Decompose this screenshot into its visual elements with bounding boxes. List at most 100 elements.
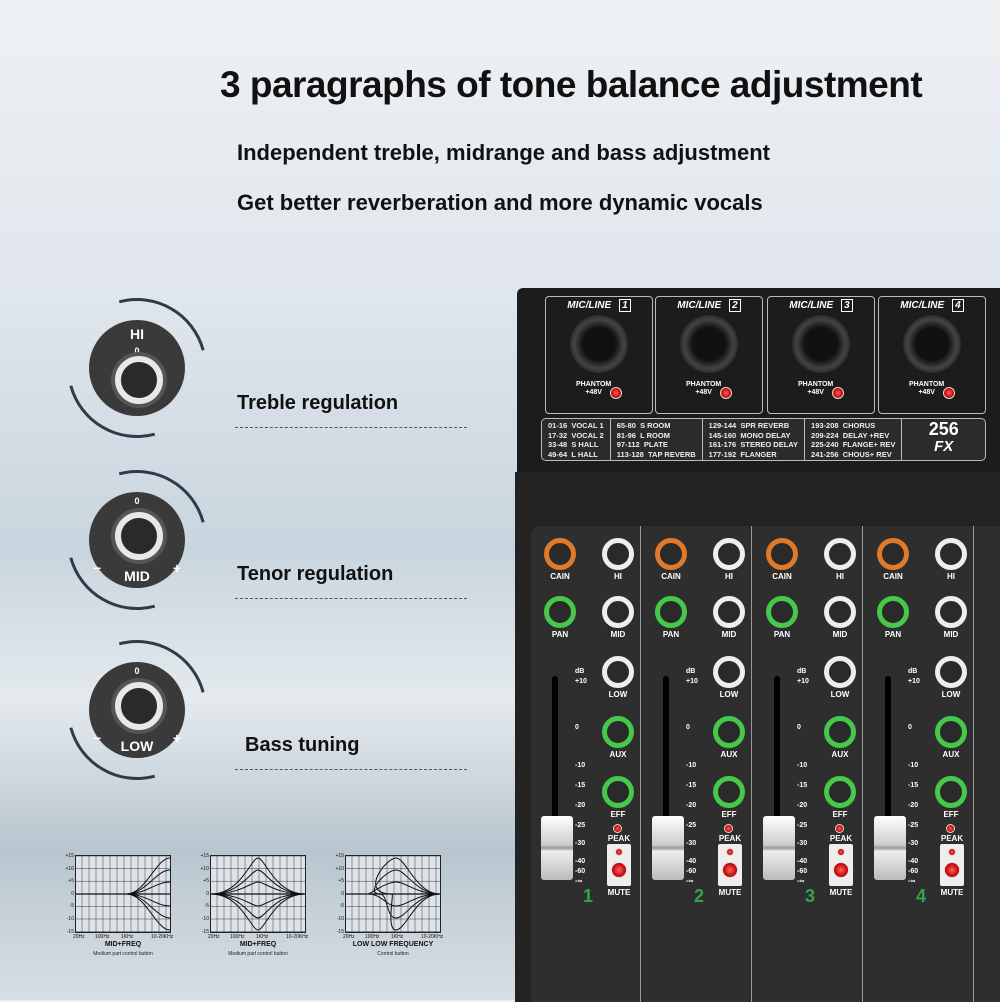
low-knob[interactable]: [602, 656, 634, 688]
eff-knob[interactable]: [713, 776, 745, 808]
plus-sign: +: [172, 560, 181, 576]
hi-knob[interactable]: [602, 538, 634, 570]
graph-subcaption: Medium part control button: [93, 951, 153, 957]
gain-knob[interactable]: [766, 538, 798, 570]
mid-knob[interactable]: [824, 596, 856, 628]
fader-scale-mark: -∞: [575, 878, 583, 885]
hi-knob[interactable]: [935, 538, 967, 570]
aux-knob[interactable]: [824, 716, 856, 748]
eq-curve: [76, 893, 171, 931]
mute-switch-icon[interactable]: [722, 862, 738, 878]
xlr-combo-jack[interactable]: [903, 315, 961, 373]
aux-knob[interactable]: [713, 716, 745, 748]
gain-knob[interactable]: [655, 538, 687, 570]
divider: [235, 427, 467, 428]
mute-label: MUTE: [607, 888, 631, 897]
aux-knob[interactable]: [935, 716, 967, 748]
mid-knob[interactable]: [935, 596, 967, 628]
fx-preset-table: 01-16 VOCAL 1 17-32 VOCAL 2 33-48 S HALL…: [541, 418, 986, 461]
mute-led-icon: [726, 848, 734, 856]
low-label: LOW: [830, 690, 850, 699]
knob-zero-mark: 0: [134, 346, 140, 356]
fader-scale-mark: -10: [908, 762, 919, 769]
mute-switch-icon[interactable]: [611, 862, 627, 878]
pan-label: PAN: [884, 630, 902, 639]
x-tick-label: 10-20KHz: [286, 934, 309, 940]
mid-knob[interactable]: [602, 596, 634, 628]
fader-scale-mark: -∞: [686, 878, 694, 885]
eff-knob[interactable]: [602, 776, 634, 808]
minus-sign: −: [93, 730, 102, 746]
eq-curve: [346, 893, 441, 907]
aux-knob[interactable]: [602, 716, 634, 748]
input-number: 4: [952, 299, 964, 312]
fx-column: 129-144 SPR REVERB 145-160 MONO DELAY 16…: [703, 419, 806, 460]
xlr-combo-jack[interactable]: [792, 315, 850, 373]
fx-count: 256: [928, 419, 959, 439]
mute-button[interactable]: [607, 844, 631, 886]
hi-label: HI: [947, 572, 955, 581]
channel-fader[interactable]: [874, 816, 906, 880]
mute-switch-icon[interactable]: [833, 862, 849, 878]
peak-label: PEAK: [940, 834, 964, 843]
pan-knob[interactable]: [877, 596, 909, 628]
x-tick-label: 1KHz: [256, 934, 269, 940]
mute-button[interactable]: [718, 844, 742, 886]
low-knob[interactable]: [935, 656, 967, 688]
mid-label: MID: [721, 630, 737, 639]
mid-knob[interactable]: [713, 596, 745, 628]
mute-button[interactable]: [940, 844, 964, 886]
gain-label: CAIN: [661, 572, 681, 581]
knob-label: MID: [124, 568, 150, 584]
fader-scale-mark: -∞: [797, 878, 805, 885]
phantom-led-icon: [720, 387, 732, 399]
input-number: 1: [619, 299, 631, 312]
hi-knob[interactable]: [713, 538, 745, 570]
mute-led-icon: [948, 848, 956, 856]
y-tick-label: -15: [66, 928, 74, 935]
pan-label: PAN: [773, 630, 791, 639]
hi-knob[interactable]: [824, 538, 856, 570]
peak-led-icon: [835, 824, 844, 833]
fader-scale-mark: -15: [797, 782, 808, 789]
mute-label: MUTE: [829, 888, 853, 897]
eq-curve: [76, 893, 171, 907]
low-label: LOW: [941, 690, 961, 699]
mute-button[interactable]: [829, 844, 853, 886]
eq-curve: [346, 869, 441, 895]
knob-cap: [115, 682, 163, 730]
fader-scale-mark: -20: [575, 802, 586, 809]
y-tick-label: 0: [341, 890, 344, 897]
xlr-combo-jack[interactable]: [570, 315, 628, 373]
fader-scale-mark: -60: [908, 868, 919, 875]
channel-fader[interactable]: [763, 816, 795, 880]
pan-knob[interactable]: [766, 596, 798, 628]
xlr-combo-jack[interactable]: [680, 315, 738, 373]
mute-switch-icon[interactable]: [944, 862, 960, 878]
pan-knob[interactable]: [655, 596, 687, 628]
mid-label: MID: [943, 630, 959, 639]
divider: [235, 769, 467, 770]
gain-knob[interactable]: [877, 538, 909, 570]
y-tick-label: +15: [65, 853, 74, 859]
low-knob[interactable]: [713, 656, 745, 688]
mute-led-icon: [837, 848, 845, 856]
fader-scale-mark: -10: [686, 762, 697, 769]
peak-led-icon: [946, 824, 955, 833]
hi-label: HI: [725, 572, 733, 581]
fader-scale-mark: -20: [797, 802, 808, 809]
gain-knob[interactable]: [544, 538, 576, 570]
channel-fader[interactable]: [652, 816, 684, 880]
channel-fader[interactable]: [541, 816, 573, 880]
mute-label: MUTE: [940, 888, 964, 897]
low-knob[interactable]: [824, 656, 856, 688]
eq-curve: [76, 881, 171, 895]
pan-knob[interactable]: [544, 596, 576, 628]
fader-scale-mark: -15: [575, 782, 586, 789]
eff-knob[interactable]: [935, 776, 967, 808]
fader-scale-mark: -25: [908, 822, 919, 829]
eff-knob[interactable]: [824, 776, 856, 808]
